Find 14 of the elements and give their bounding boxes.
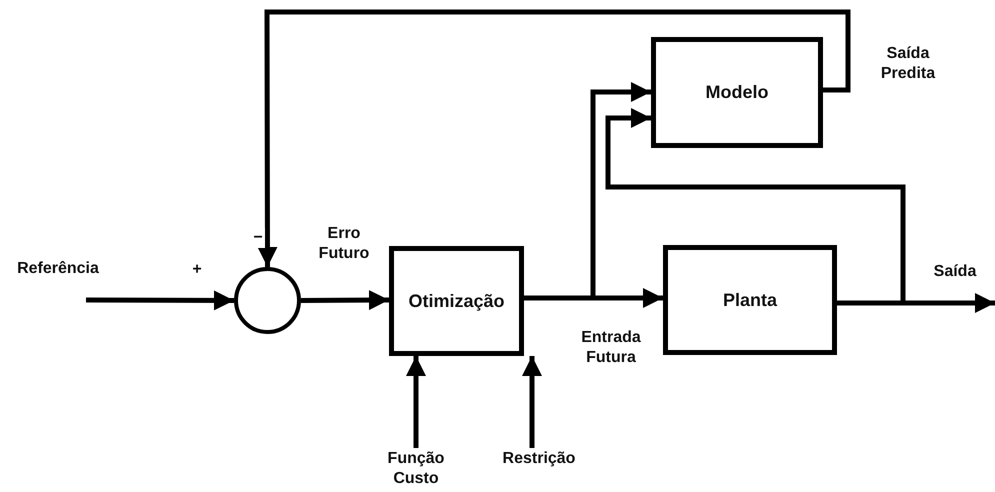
arrow — [406, 356, 426, 448]
box-label: Otimização — [408, 290, 505, 312]
sign-label: − — [251, 228, 265, 248]
process-box — [651, 37, 823, 148]
box-label: Planta — [722, 290, 778, 310]
input-label: Restrição — [494, 448, 584, 470]
arrow — [86, 290, 234, 310]
arrow — [257, 10, 850, 267]
arrow — [522, 356, 542, 448]
input-label: Função Custo — [378, 448, 454, 490]
process-box — [663, 245, 837, 355]
process-box — [389, 246, 524, 356]
arrow — [300, 290, 390, 310]
box-label: Modelo — [706, 82, 768, 103]
